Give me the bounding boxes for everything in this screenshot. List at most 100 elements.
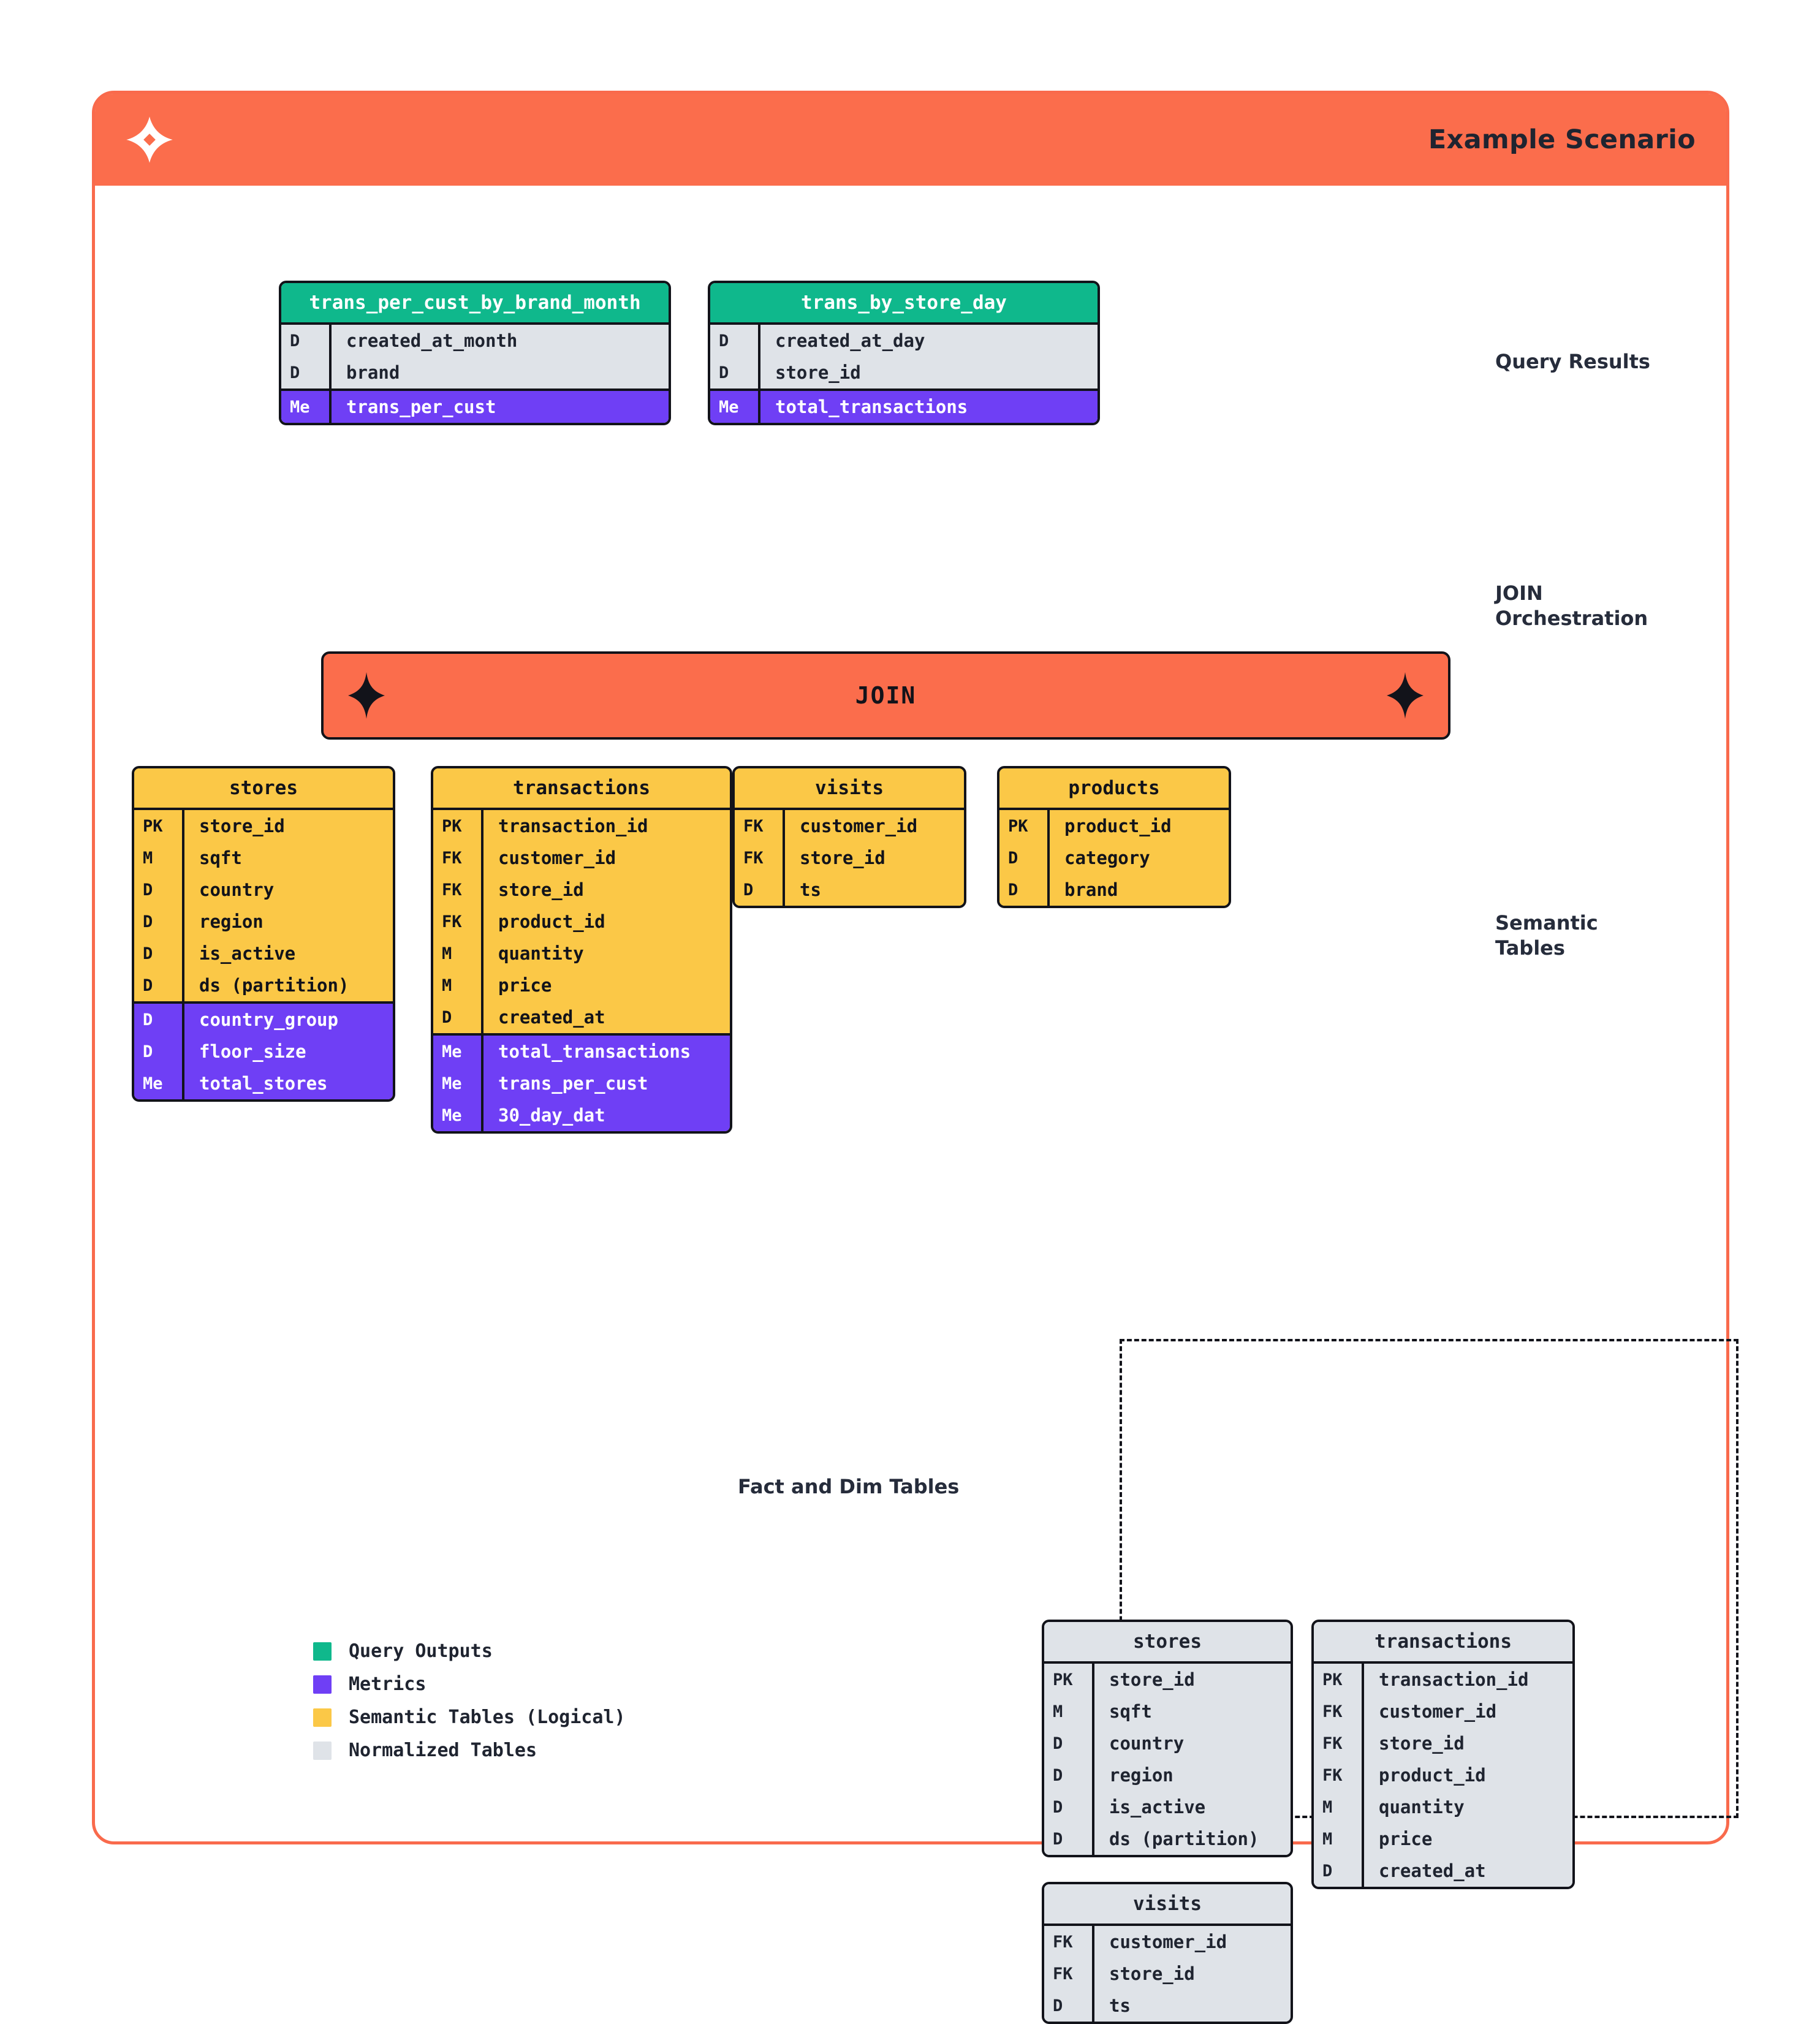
row-key-metric: Me xyxy=(719,397,739,417)
row-field-name: created_at xyxy=(1362,1855,1572,1887)
row-field-name: total_transactions xyxy=(758,391,1098,423)
row-field-name: trans_per_cust xyxy=(481,1067,730,1099)
table-metric-list: Me total_transactions xyxy=(710,389,1098,423)
row-key-dim: FK xyxy=(1053,1932,1073,1952)
row-key-dim: D xyxy=(719,331,729,351)
table-row: FK customer_id xyxy=(1044,1926,1291,1958)
row-key-dim: M xyxy=(442,976,452,995)
row-key-dim: D xyxy=(143,976,153,995)
row-key-dim: PK xyxy=(143,816,163,836)
row-key-dim: FK xyxy=(743,816,764,836)
table-row: FK customer_id xyxy=(735,810,964,842)
row-key-dim: FK xyxy=(442,880,462,900)
row-field-name: 30_day_dat xyxy=(481,1099,730,1131)
row-field-name: store_id xyxy=(783,842,964,874)
row-key-dim: D xyxy=(1053,1765,1063,1785)
row-field-name: customer_id xyxy=(1092,1926,1291,1958)
row-key-dim: PK xyxy=(1322,1670,1343,1689)
annotation-semantic-tables: Semantic Tables xyxy=(1495,911,1598,961)
legend-label: Query Outputs xyxy=(349,1640,493,1662)
row-field-name: product_id xyxy=(1362,1759,1572,1791)
row-key-dim: D xyxy=(743,880,754,900)
row-field-name: store_id xyxy=(1092,1664,1291,1696)
legend-label: Normalized Tables xyxy=(349,1740,537,1761)
row-field-name: country xyxy=(1092,1727,1291,1759)
join-orchestration-bar[interactable]: JOIN xyxy=(321,651,1450,740)
row-key-dim: D xyxy=(1053,1829,1063,1849)
table-row: Me total_transactions xyxy=(710,391,1098,423)
join-label: JOIN xyxy=(855,682,917,709)
row-field-name: sqft xyxy=(1092,1696,1291,1727)
legend-item: Normalized Tables xyxy=(313,1740,626,1761)
row-field-name: ts xyxy=(1092,1990,1291,2022)
row-field-name: product_id xyxy=(1047,810,1229,842)
annotation-query-results: Query Results xyxy=(1495,350,1650,373)
row-key-dim: D xyxy=(143,944,153,963)
row-field-name: customer_id xyxy=(783,810,964,842)
annotation-join-orchestration: JOIN Orchestration xyxy=(1495,581,1648,631)
join-orch-line1: JOIN xyxy=(1495,582,1543,605)
row-field-name: product_id xyxy=(481,906,730,938)
legend-swatch xyxy=(313,1642,332,1661)
join-orch-line2: Orchestration xyxy=(1495,606,1648,630)
legend-item: Semantic Tables (Logical) xyxy=(313,1707,626,1728)
semantic-line1: Semantic xyxy=(1495,911,1598,934)
row-key-dim: PK xyxy=(1053,1670,1073,1689)
row-key-dim: D xyxy=(1053,1734,1063,1753)
row-field-name: transaction_id xyxy=(1362,1664,1572,1696)
row-key-dim: FK xyxy=(442,848,462,868)
row-field-name: created_at_month xyxy=(329,325,669,357)
row-key-dim: FK xyxy=(442,912,462,931)
row-key-metric: Me xyxy=(290,397,310,417)
row-key-dim: D xyxy=(143,880,153,900)
row-field-name: category xyxy=(1047,842,1229,874)
four-point-star-logo-icon xyxy=(124,115,175,165)
row-key-dim: D xyxy=(1008,880,1018,900)
row-field-name: region xyxy=(1092,1759,1291,1791)
row-field-name: customer_id xyxy=(481,842,730,874)
row-field-name: sqft xyxy=(182,842,393,874)
row-key-dim: M xyxy=(1322,1797,1333,1817)
table-title: stores xyxy=(134,768,393,808)
row-key-metric: Me xyxy=(143,1074,163,1093)
table-title: visits xyxy=(1044,1884,1291,1924)
